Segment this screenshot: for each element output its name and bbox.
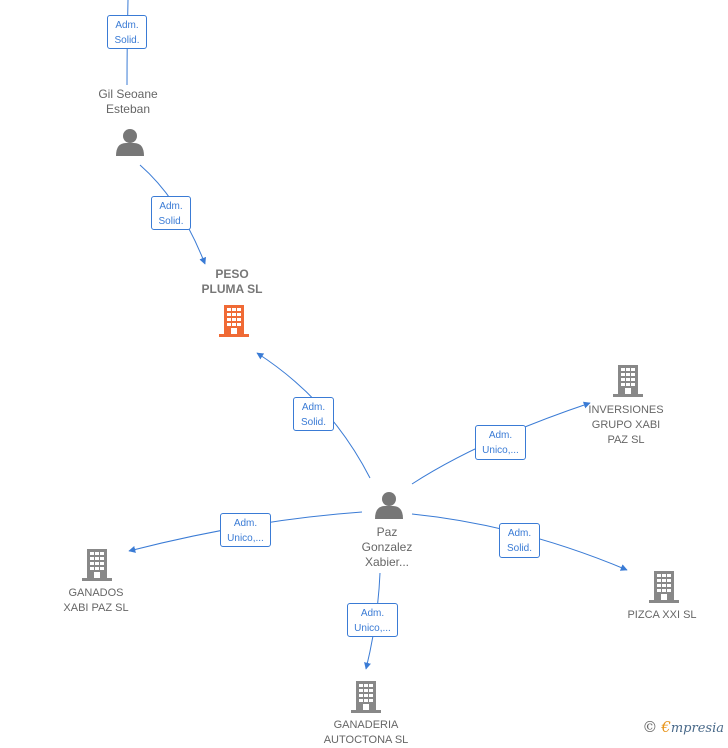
edge-label-paz-ganados[interactable]: Adm. Unico,...: [220, 513, 271, 547]
node-label-ganados[interactable]: GANADOS XABI PAZ SL: [63, 587, 129, 614]
building-icon[interactable]: [351, 681, 381, 713]
edge-label-paz-inversiones[interactable]: Adm. Unico,...: [475, 425, 526, 460]
building-icon[interactable]: [613, 365, 643, 397]
building-icon[interactable]: [82, 549, 112, 581]
brand-logo: ©€mpresia: [642, 718, 724, 736]
copyright-symbol: ©: [642, 718, 658, 736]
node-label-paz[interactable]: Paz Gonzalez Xabier...: [361, 525, 413, 569]
building-icon[interactable]: [649, 571, 679, 603]
edge-label-paz-pizca[interactable]: Adm. Solid.: [499, 523, 540, 558]
person-icon[interactable]: [375, 492, 403, 519]
building-icon-main[interactable]: [219, 305, 249, 337]
brand-e-mark: €: [661, 718, 671, 736]
edge-label-top-gil[interactable]: Adm. Solid.: [107, 15, 147, 49]
node-label-pizca[interactable]: PIZCA XXI SL: [627, 609, 697, 621]
person-icon[interactable]: [116, 129, 144, 156]
node-label-peso[interactable]: PESO PLUMA SL: [201, 267, 263, 296]
node-label-ganaderia[interactable]: GANADERIA AUTOCTONA SL: [323, 719, 409, 746]
node-label-inversiones[interactable]: INVERSIONES GRUPO XABI PAZ SL: [588, 404, 664, 446]
edge-label-paz-peso[interactable]: Adm. Solid.: [293, 397, 334, 431]
edge-label-gil-peso[interactable]: Adm. Solid.: [151, 196, 191, 230]
edge-label-paz-ganaderia[interactable]: Adm. Unico,...: [347, 603, 398, 637]
node-label-gil[interactable]: Gil Seoane Esteban: [98, 87, 158, 116]
brand-name: mpresia: [670, 721, 724, 736]
